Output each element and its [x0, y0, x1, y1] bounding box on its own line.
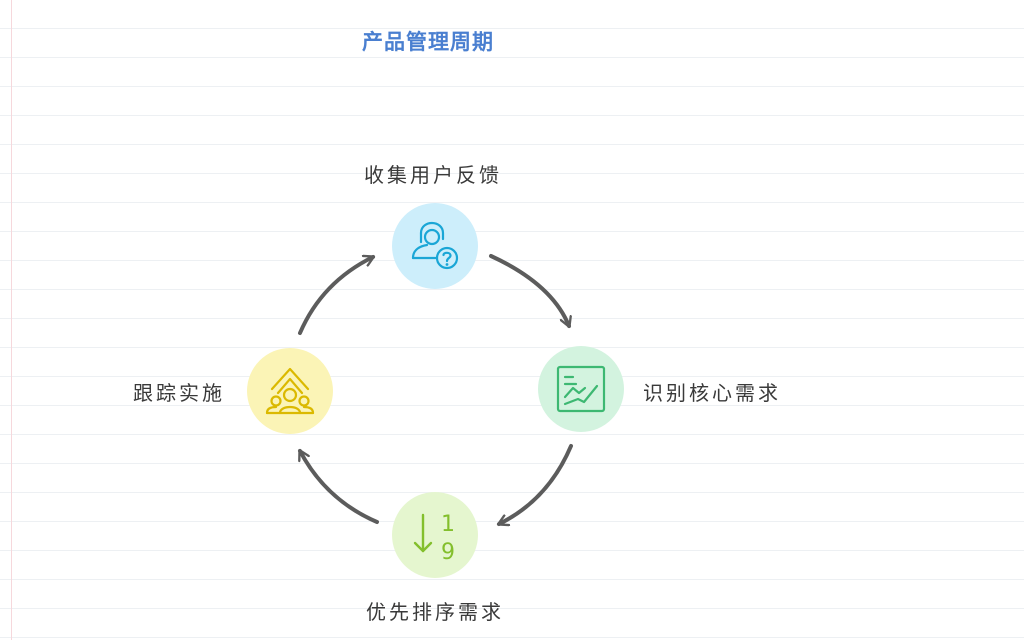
user-question-icon — [411, 221, 459, 270]
sort-number-top: 1 — [441, 512, 455, 537]
arrow-prioritize-to-track — [298, 451, 379, 524]
sort-number-bottom: 9 — [441, 540, 455, 565]
step-collect-feedback-node — [392, 203, 478, 289]
step-identify-needs-node — [538, 346, 624, 432]
step-track-implementation-node — [247, 348, 333, 434]
step-collect-feedback-label: 收集用户反馈 — [364, 163, 502, 187]
step-track-implementation-label: 跟踪实施 — [133, 381, 225, 405]
arrow-identify-to-prioritize — [499, 444, 573, 524]
step-prioritize-label: 优先排序需求 — [366, 600, 504, 624]
step-identify-needs-label: 识别核心需求 — [643, 381, 781, 405]
arrow-feedback-to-identify — [489, 254, 569, 326]
trend-chart-icon — [556, 365, 606, 413]
sort-numeric-icon: 1 9 — [413, 512, 455, 565]
arrow-track-to-feedback — [298, 257, 373, 335]
page-title: 产品管理周期 — [362, 30, 494, 54]
step-prioritize-node: 1 9 — [392, 492, 478, 578]
team-growth-icon — [265, 367, 315, 415]
